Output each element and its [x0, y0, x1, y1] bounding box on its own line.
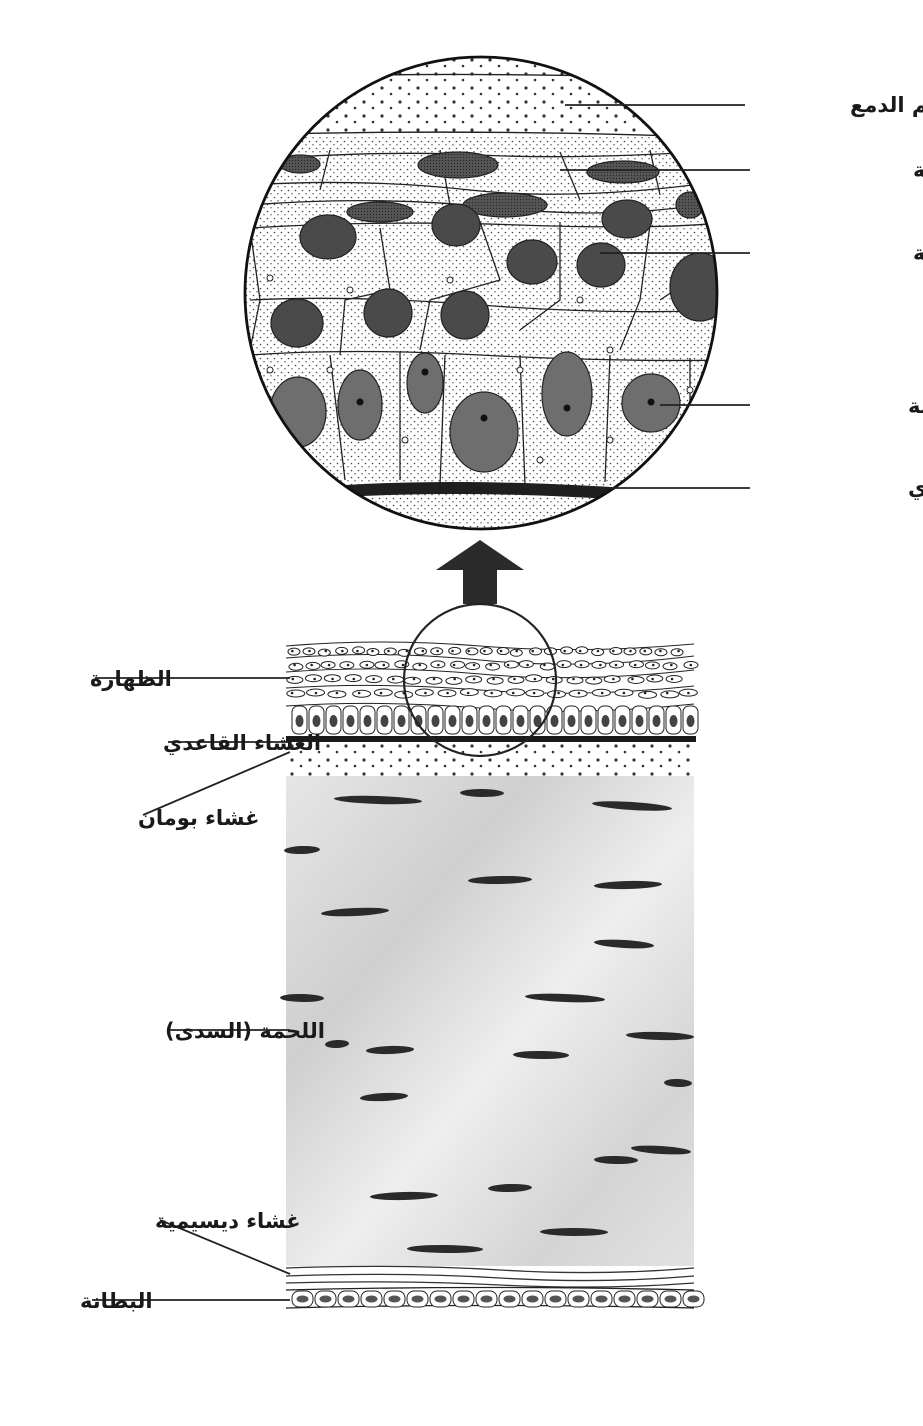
zoom-circle: [402, 602, 558, 758]
label-endothelium: البطانة: [80, 1289, 153, 1313]
label-epithelium: الظهارة: [90, 667, 172, 691]
label-basal-cells: الخلايا القاعدية: [908, 394, 923, 418]
basement-membrane-line: [286, 736, 696, 742]
labels: فيلم الدمع الخلايا السطحية الخلايا الجنا…: [80, 93, 923, 1313]
label-tear-film: فيلم الدمع: [850, 93, 923, 117]
label-superficial-cells: الخلايا السطحية: [913, 158, 923, 182]
descemet-layer: [285, 1265, 695, 1288]
magnified-circle-border: [243, 55, 719, 531]
label-bowman-layer: غشاء بومان: [138, 806, 260, 830]
magnify-arrow: [436, 540, 524, 604]
label-wing-cells: الخلايا الجناحية: [913, 241, 923, 265]
label-basement-membrane-top: الغشاء القاعدي: [908, 476, 923, 501]
tear-film-layer: [245, 57, 717, 135]
cornea-cross-section: [280, 602, 705, 1309]
magnified-epithelium: [243, 55, 719, 531]
label-stroma: اللحمة (السدى): [165, 1019, 325, 1043]
label-descemet-membrane: غشاء ديسيمية: [155, 1209, 301, 1233]
endothelium-layer: [285, 1286, 705, 1309]
stroma-layer: [286, 776, 694, 1266]
leader-lines: [92, 104, 750, 1301]
label-basement-membrane: الغشاء القاعدي: [163, 731, 321, 756]
bowman-layer: [286, 742, 694, 776]
basal-cell-layer: [249, 350, 717, 486]
